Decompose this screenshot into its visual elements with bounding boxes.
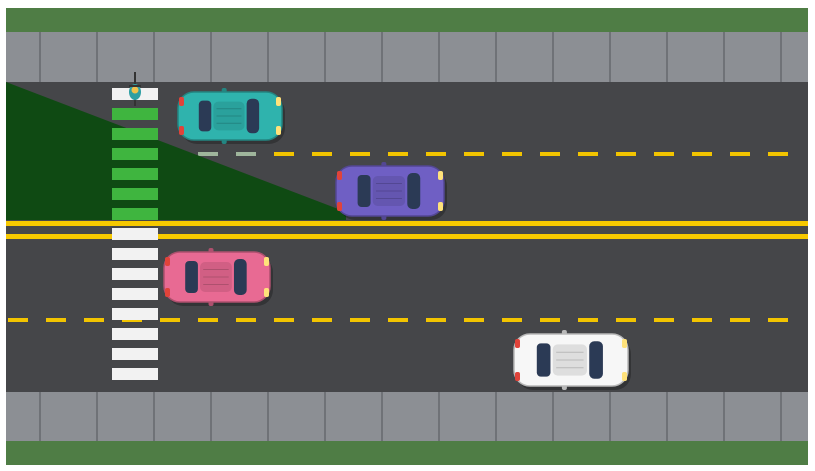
car-rear-window (198, 100, 212, 132)
lane-dash (464, 152, 484, 156)
lane-dash (654, 318, 674, 322)
crosswalk-stripe (112, 368, 158, 380)
crosswalk-stripe-highlight (112, 208, 158, 220)
car-head-light (622, 339, 627, 348)
lane-dash (198, 318, 218, 322)
pink-car (163, 248, 273, 306)
lane-dash (236, 318, 256, 322)
car-windshield (407, 173, 421, 209)
car-tail-light (515, 372, 520, 381)
white-car (513, 330, 631, 390)
lane-dash (388, 318, 408, 322)
lane-dash (616, 318, 636, 322)
car-head-light (276, 126, 281, 135)
crosswalk-stripe-highlight (112, 148, 158, 160)
car-tail-light (179, 126, 184, 135)
car-rear-window (185, 261, 198, 293)
grass-top (6, 8, 808, 32)
car-tail-light (337, 171, 342, 180)
lane-dash (502, 152, 522, 156)
lane-dash (578, 152, 598, 156)
lane-dash (312, 152, 332, 156)
car-tail-light (165, 288, 170, 297)
lane-dash (730, 318, 750, 322)
lane-dash (654, 152, 674, 156)
car-head-light (264, 288, 269, 297)
lane-dash (350, 152, 370, 156)
lane-dash (768, 152, 788, 156)
center-line-upper (6, 221, 808, 226)
lane-dash (578, 318, 598, 322)
lane-dash (692, 318, 712, 322)
center-line-lower (6, 234, 808, 239)
cyclist-helmet (131, 86, 139, 94)
lane-dash (46, 318, 66, 322)
crosswalk-stripe-highlight (112, 108, 158, 120)
lane-dash (540, 152, 560, 156)
lane-dash (388, 152, 408, 156)
lane-dash (730, 152, 750, 156)
visibility-triangle (6, 82, 346, 220)
car-windshield (233, 259, 247, 295)
lane-dash (768, 318, 788, 322)
lane-markings (6, 152, 808, 322)
crosswalk-stripe (112, 228, 158, 240)
crosswalk-stripe (112, 328, 158, 340)
car-head-light (438, 202, 443, 211)
visibility-zone (6, 82, 346, 220)
crosswalk-stripe (112, 348, 158, 360)
crosswalk-stripe-highlight (112, 128, 158, 140)
car-tail-light (179, 97, 184, 106)
car-tail-light (165, 257, 170, 266)
cyclist-group (129, 72, 141, 106)
lane-dash (426, 152, 446, 156)
crosswalk-stripe (112, 308, 158, 320)
lane-dash (426, 318, 446, 322)
car-windshield (246, 98, 260, 134)
cyclist (129, 72, 141, 106)
lane-dash (616, 152, 636, 156)
car-head-light (622, 372, 627, 381)
crosswalk-stripe (112, 248, 158, 260)
car-tail-light (337, 202, 342, 211)
lane-dash (312, 318, 332, 322)
purple-car (335, 162, 447, 220)
lane-dash (236, 152, 256, 156)
car-tail-light (515, 339, 520, 348)
lane-dash (160, 318, 180, 322)
teal-car (177, 88, 285, 144)
lane-dash (502, 318, 522, 322)
crosswalk-stripe (112, 288, 158, 300)
car-head-light (438, 171, 443, 180)
lane-dash (198, 152, 218, 156)
lane-dash (540, 318, 560, 322)
lane-dash (8, 318, 28, 322)
car-windshield (589, 341, 603, 379)
vehicles (163, 88, 631, 390)
car-head-light (264, 257, 269, 266)
car-rear-window (357, 175, 371, 207)
lane-dash (274, 152, 294, 156)
lane-dash (350, 318, 370, 322)
crosswalk-stripe (112, 268, 158, 280)
sidewalk-bottom (6, 392, 808, 441)
lane-dash (692, 152, 712, 156)
sidewalk-top (6, 32, 808, 82)
crosswalk-stripe-highlight (112, 168, 158, 180)
car-rear-window (536, 343, 551, 377)
grass-bottom (6, 441, 808, 465)
car-head-light (276, 97, 281, 106)
lane-dash (84, 318, 104, 322)
lane-dash (274, 318, 294, 322)
crosswalk-stripe-highlight (112, 188, 158, 200)
lane-dash (464, 318, 484, 322)
